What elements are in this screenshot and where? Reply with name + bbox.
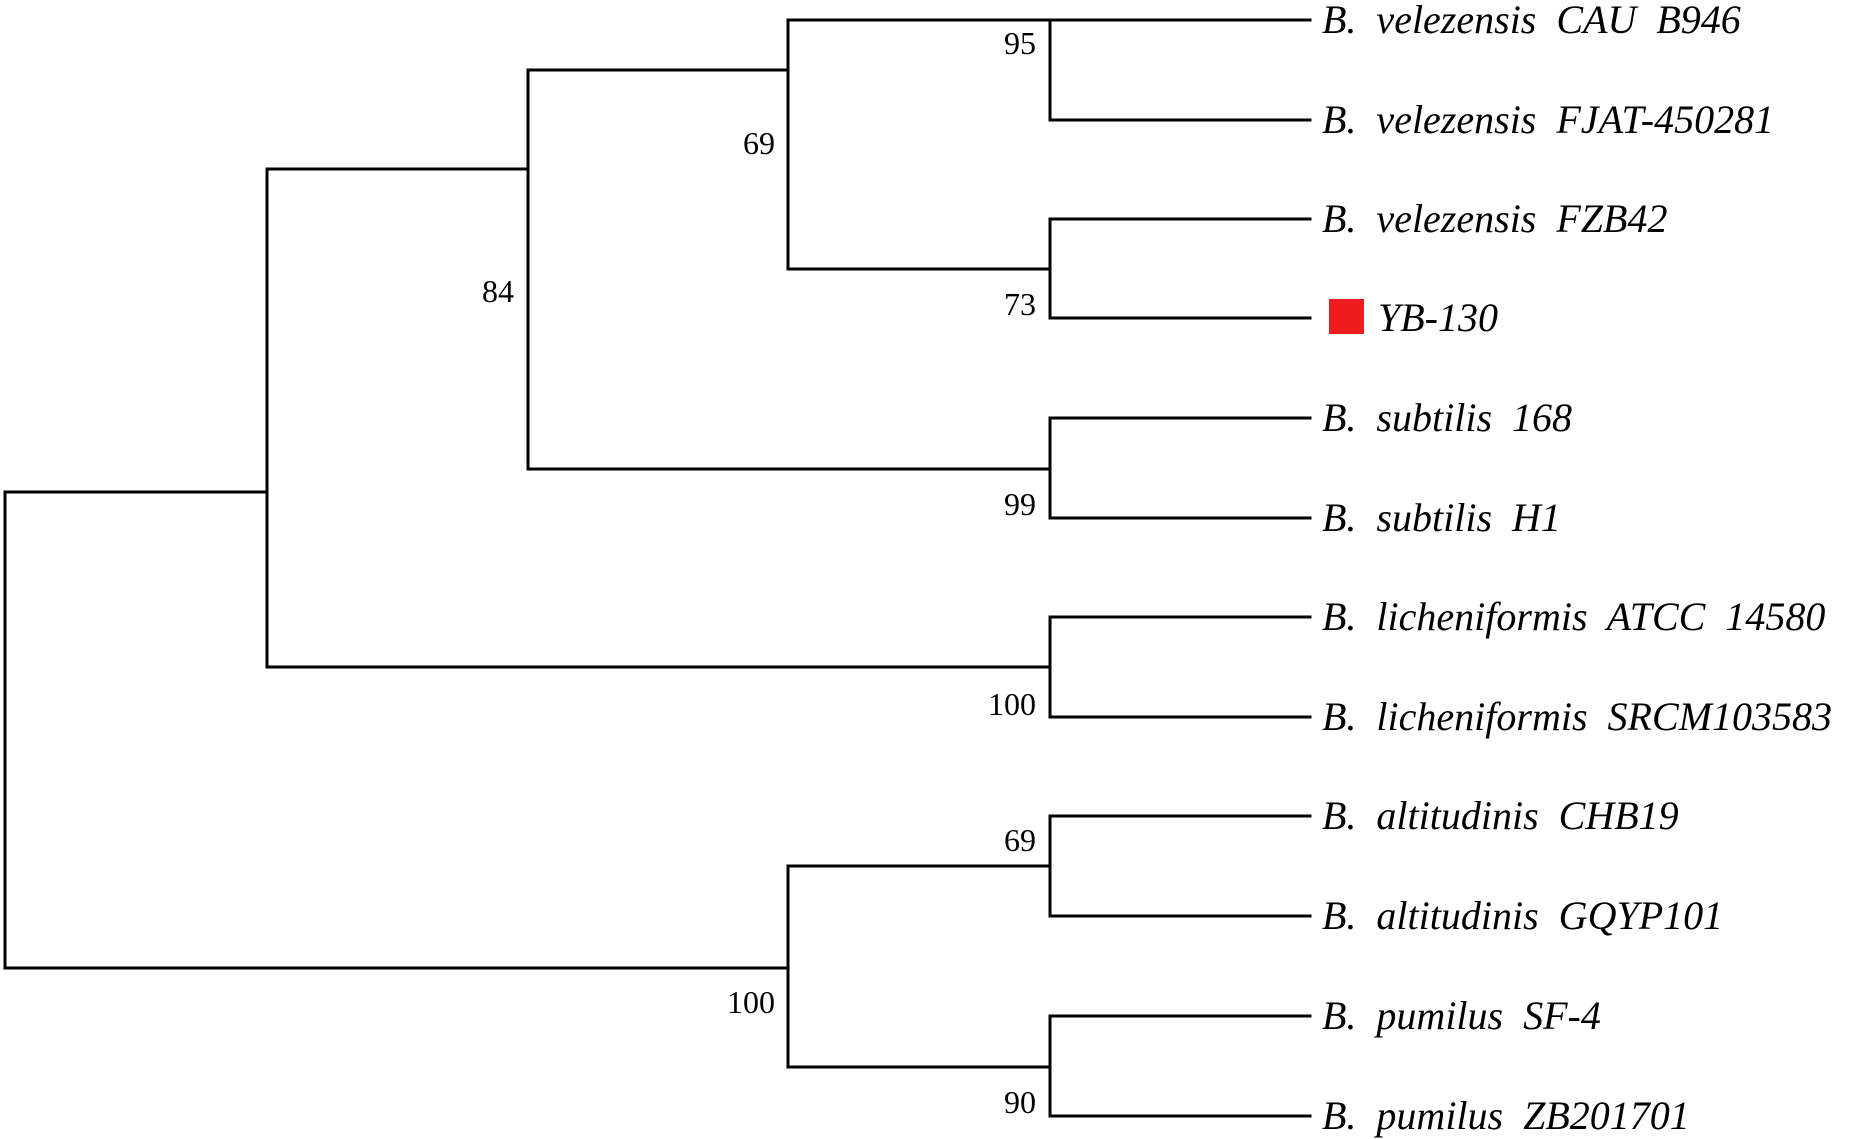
taxon-label: B. velezensis FJAT-450281 xyxy=(1322,97,1774,142)
bootstrap-velezensis-group: 69 xyxy=(743,125,775,161)
taxon-label: B. pumilus SF-4 xyxy=(1322,993,1601,1038)
bootstrap-subtilis: 99 xyxy=(1004,486,1036,522)
branch-pumilus xyxy=(1048,1014,1312,1118)
branch-velezensis-cau-fjat xyxy=(1048,18,1312,122)
bootstrap-pumilus: 90 xyxy=(1004,1084,1036,1120)
taxon-label: YB-130 xyxy=(1378,295,1498,340)
branch-velezensis-group xyxy=(786,18,1052,271)
branch-altitudinis xyxy=(1048,814,1312,918)
bootstrap-fzb42-yb130: 73 xyxy=(1004,286,1036,322)
taxon-label: B. altitudinis GQYP101 xyxy=(1322,893,1723,938)
bootstrap-altitudinis-pumilus: 100 xyxy=(727,984,775,1020)
taxon-label: B. licheniformis SRCM103583 xyxy=(1322,694,1832,739)
branch-subtilis xyxy=(1048,416,1312,520)
bootstrap-altitudinis: 69 xyxy=(1004,822,1036,858)
branch-altitudinis-pumilus xyxy=(786,864,1052,1069)
bootstrap-licheniformis: 100 xyxy=(988,686,1036,722)
taxon-label: B. pumilus ZB201701 xyxy=(1322,1093,1690,1138)
taxon-label: B. velezensis CAU B946 xyxy=(1322,0,1741,42)
tree-branches xyxy=(3,18,1312,1118)
bootstrap-velezensis-subtilis: 84 xyxy=(482,273,514,309)
branch-ingroup xyxy=(265,167,1052,669)
branch-fzb42-yb130 xyxy=(1048,217,1312,320)
taxon-label: B. subtilis 168 xyxy=(1322,395,1572,440)
taxon-labels: B. velezensis CAU B946 B. velezensis FJA… xyxy=(1322,0,1832,1138)
taxon-label: B. licheniformis ATCC 14580 xyxy=(1322,594,1825,639)
bootstrap-velezensis-cau-fjat: 95 xyxy=(1004,25,1036,61)
branch-root xyxy=(3,490,790,970)
taxon-label: B. subtilis H1 xyxy=(1322,495,1561,540)
taxon-label: B. velezensis FZB42 xyxy=(1322,196,1668,241)
bootstrap-labels: 95 69 73 84 99 100 69 100 90 xyxy=(482,25,1036,1120)
highlight-square-icon xyxy=(1329,299,1364,334)
branch-velezensis-subtilis xyxy=(526,68,1052,471)
branch-licheniformis xyxy=(1048,615,1312,719)
taxon-label: B. altitudinis CHB19 xyxy=(1322,793,1679,838)
